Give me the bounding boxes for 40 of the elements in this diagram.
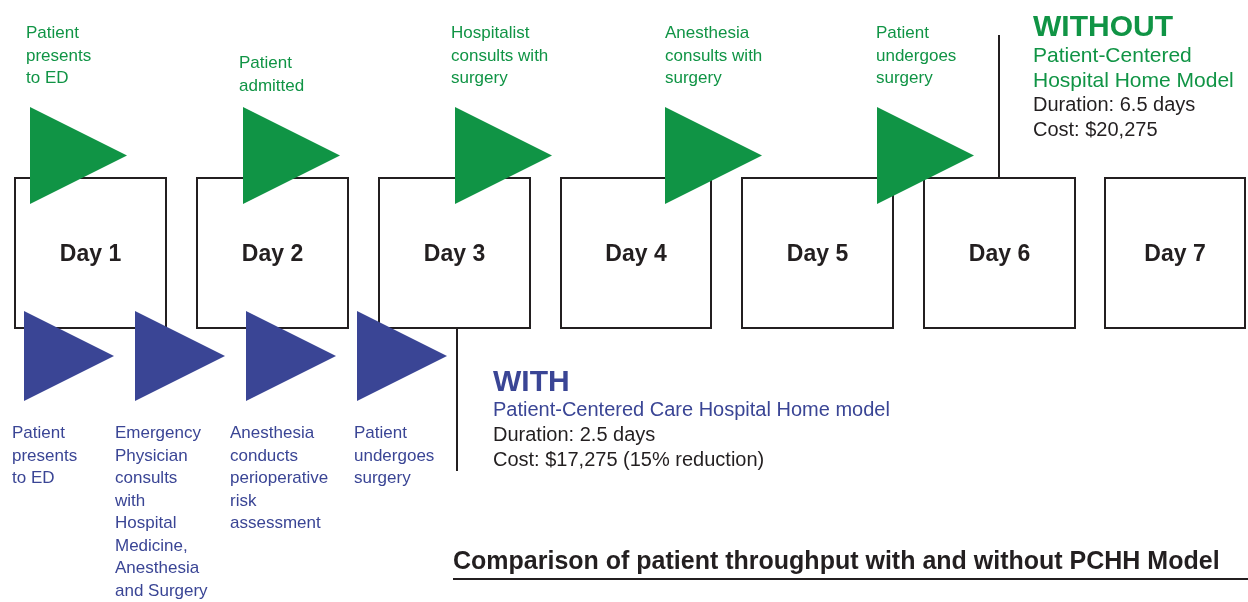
leader-line (456, 328, 458, 472)
triangle-marker (246, 311, 336, 401)
triangle-marker (877, 107, 974, 204)
event-label: Patient admitted (239, 52, 306, 97)
day-label: Day 4 (605, 239, 667, 267)
day-box (741, 177, 894, 329)
day-label: Day 1 (59, 239, 122, 267)
triangle-marker (24, 311, 114, 401)
duration-text: Duration: 6.5 days (1033, 92, 1197, 117)
event-label: Hospitalist consults with surgery (451, 22, 550, 89)
heading: WITHOUT (1033, 10, 1174, 42)
cost-text: Cost: $20,275 (1033, 117, 1159, 142)
event-label: Patient undergoes surgery (354, 422, 436, 489)
caption: Comparison of patient throughput with and without PCHH Model (453, 546, 1248, 580)
day-label: Day 3 (423, 239, 486, 267)
model-name: Patient-Centered Hospital Home Model (1033, 42, 1235, 92)
cost-text: Cost: $17,275 (15% reduction) (493, 447, 766, 472)
day-box (560, 177, 712, 329)
triangle-marker (455, 107, 552, 204)
event-label: Patient presents to ED (12, 422, 79, 489)
day-box (1104, 177, 1246, 329)
event-label: Patient presents to ED (26, 22, 93, 89)
triangle-marker (357, 311, 447, 401)
event-label: Anesthesia conducts perioperative risk assessment (230, 422, 330, 534)
day-label: Day 7 (1144, 239, 1206, 267)
event-label: Patient undergoes surgery (876, 22, 958, 89)
triangle-marker (243, 107, 340, 204)
heading: WITH (493, 365, 571, 397)
event-label: Emergency Physician consults with Hospital Medicine, Anesthesia and Surgery (115, 422, 209, 602)
model-name: Patient-Centered Care Hospital Home model (493, 397, 891, 422)
triangle-marker (665, 107, 762, 204)
day-label: Day 6 (968, 239, 1031, 267)
day-label: Day 2 (241, 239, 304, 267)
triangle-marker (135, 311, 225, 401)
duration-text: Duration: 2.5 days (493, 422, 657, 447)
day-label: Day 5 (786, 239, 849, 267)
leader-line (998, 34, 1000, 178)
event-label: Anesthesia consults with surgery (665, 22, 764, 89)
triangle-marker (30, 107, 127, 204)
day-box (923, 177, 1076, 329)
